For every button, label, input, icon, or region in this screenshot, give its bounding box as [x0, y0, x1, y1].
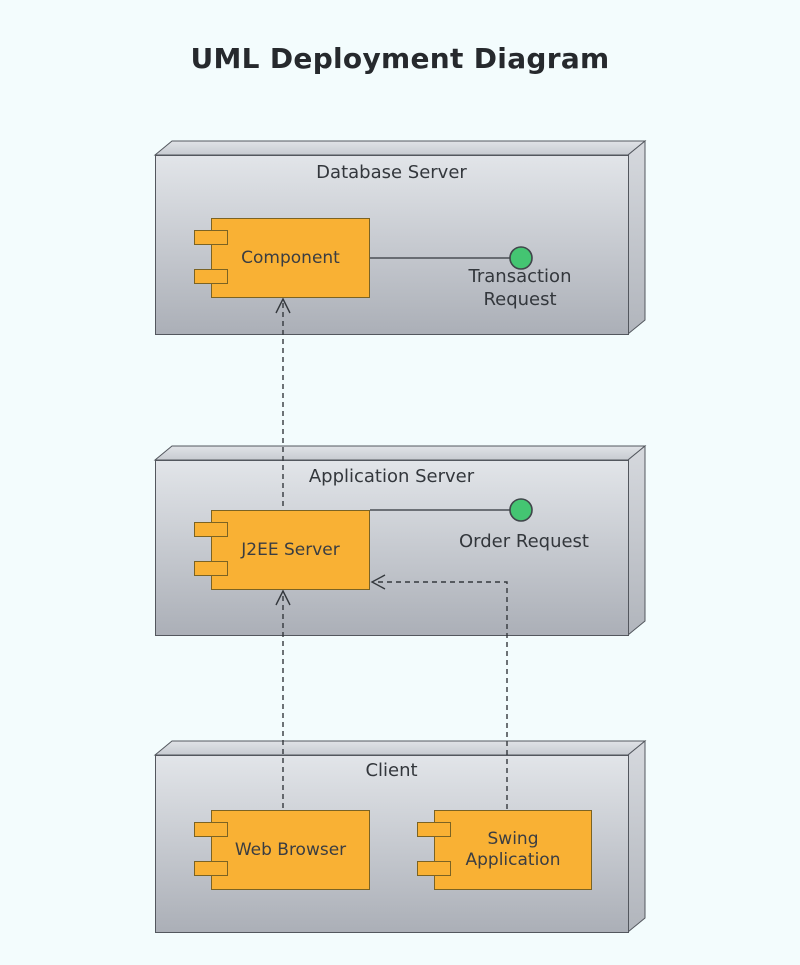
component-port-icon: [417, 861, 451, 876]
component-shape-swing-application: Swing Application: [417, 810, 592, 890]
component-port-icon: [194, 822, 228, 837]
component-shape-component: Component: [194, 218, 370, 298]
component-label: Web Browser: [234, 839, 347, 860]
interface-circle-order-request: [509, 498, 533, 522]
node-label-application-server: Application Server: [308, 466, 475, 487]
interface-label-order-request: Order Request: [459, 531, 589, 552]
dependency-arrow-swing-to-j2ee: [370, 574, 508, 809]
diagram-title: UML Deployment Diagram: [190, 42, 610, 75]
component-label: Swing Application: [465, 829, 561, 870]
component-port-icon: [194, 861, 228, 876]
component-port-icon: [194, 561, 228, 576]
interface-label-transaction-request: Transaction Request: [468, 266, 572, 310]
component-shape-j2ee-server: J2EE Server: [194, 510, 370, 590]
component-port-icon: [194, 522, 228, 537]
component-shape-web-browser: Web Browser: [194, 810, 370, 890]
dependency-arrow-webbrowser-to-j2ee: [275, 589, 291, 809]
dependency-arrow-j2ee-to-component: [275, 297, 291, 509]
node-label-client: Client: [365, 760, 418, 781]
component-port-icon: [194, 269, 228, 284]
component-label: J2EE Server: [241, 539, 340, 560]
component-port-icon: [417, 822, 451, 837]
component-port-icon: [194, 230, 228, 245]
interface-circle-transaction-request: [509, 246, 533, 270]
node-label-database-server: Database Server: [316, 162, 467, 183]
component-label: Component: [241, 247, 340, 268]
